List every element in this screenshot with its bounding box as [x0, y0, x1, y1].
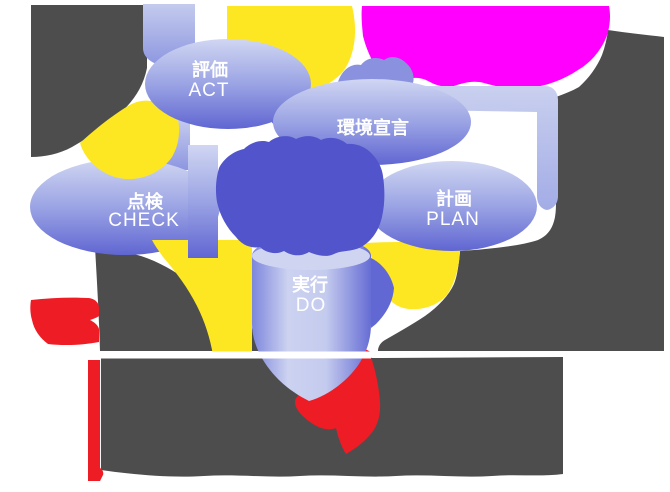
gray-shape-top-left — [31, 5, 147, 157]
yellow-shape-left — [80, 100, 180, 180]
gray-shape-middle-left — [95, 247, 355, 351]
yellow-shape-funnel — [152, 240, 255, 355]
do-node-cylinder — [252, 238, 371, 401]
arrow-wedge-do-right — [371, 258, 394, 328]
act-label-ja: 評価 — [192, 59, 228, 80]
declaration-blob-bumps — [338, 57, 414, 83]
check-label-ja: 点検 — [127, 191, 164, 212]
white-band-left — [0, 351, 371, 359]
arrow-connector-left — [188, 145, 218, 258]
plan-label-ja: 計画 — [436, 188, 472, 209]
red-shape-left-blob — [30, 297, 99, 346]
do-label-en: DO — [296, 295, 327, 316]
do-label-ja: 実行 — [292, 274, 328, 295]
act-label-en: ACT — [189, 80, 230, 101]
plan-label-en: PLAN — [426, 209, 480, 230]
yellow-shape-right — [345, 242, 461, 310]
declaration-label-ja: 環境宣言 — [337, 117, 409, 138]
magenta-shape-top-right — [361, 6, 610, 89]
white-band-right — [370, 352, 670, 357]
act-node-blob — [145, 39, 311, 129]
check-label-en: CHECK — [108, 210, 180, 231]
plan-node-blob — [367, 161, 537, 251]
gray-shape-right — [378, 30, 664, 351]
check-node-blob — [30, 159, 220, 255]
center-hub-blob — [215, 136, 385, 256]
red-shape-left-bar — [88, 360, 104, 481]
